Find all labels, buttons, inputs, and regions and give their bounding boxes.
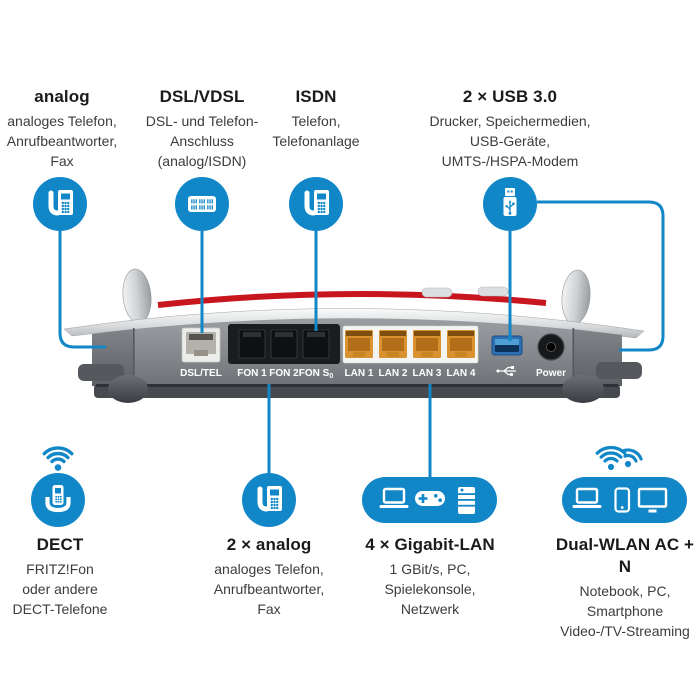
bottom-item-line: analoges Telefon,	[214, 561, 324, 577]
left-seam	[133, 328, 135, 386]
dsl-connector-icon	[175, 177, 229, 231]
lan1-port-label: LAN 1	[345, 368, 374, 379]
top-item-line: Telefonanlage	[272, 133, 360, 149]
top-item-line: Telefon,	[291, 113, 341, 129]
bottom-item-title: DECT	[36, 535, 84, 554]
left-foot-lip	[78, 364, 124, 381]
bottom-item-dual-wlan: Dual-WLAN AC + N Notebook, PC, Smartphon…	[550, 534, 700, 641]
tv-icon	[637, 487, 668, 513]
right-seam	[572, 328, 575, 386]
laptop-icon	[379, 487, 409, 508]
top-item-dsl-vdsl: DSL/VDSL DSL- und Telefon- Anschluss (an…	[138, 86, 266, 171]
gigabit-lan-devices-icon	[362, 477, 497, 523]
top-item-line: (analog/ISDN)	[157, 153, 247, 169]
bottom-item-line: Anrufbeantworter,	[213, 581, 325, 597]
bottom-item-gigabit-lan: 4 × Gigabit-LAN 1 GBit/s, PC, Spielekons…	[360, 534, 500, 619]
right-fin	[561, 269, 591, 325]
laptop-icon	[572, 487, 602, 508]
left-foot	[108, 375, 148, 403]
bottom-item-line: Fax	[257, 601, 281, 617]
bottom-item-line: Video-/TV-Streaming	[560, 623, 690, 639]
bottom-item-line: Notebook, PC,	[579, 583, 671, 599]
bottom-item-line: DECT-Telefone	[12, 601, 108, 617]
left-fin	[122, 268, 152, 324]
red-top-stripe	[157, 291, 547, 308]
lan2-port-label: LAN 2	[379, 368, 408, 379]
router-image: DSL/TEL FON 1 FON 2 FON S0 LAN 1 LAN 2 L…	[63, 268, 645, 403]
top-item-line: Drucker, Speichermedien,	[429, 113, 591, 129]
top-item-title: DSL/VDSL	[159, 87, 245, 106]
top-item-line: UMTS-/HSPA-Modem	[441, 153, 579, 169]
bottom-item-line: 1 GBit/s, PC,	[389, 561, 471, 577]
power-label: Power	[536, 368, 566, 379]
bottom-item-title: 2 × analog	[226, 535, 312, 554]
game-controller-icon	[415, 491, 445, 506]
analog-phone-icon	[33, 177, 87, 231]
lan4-port-label: LAN 4	[447, 368, 476, 379]
smartphone-icon	[614, 487, 631, 513]
bottom-item-line: Spielekonsole,	[384, 581, 476, 597]
top-item-title: 2 × USB 3.0	[462, 87, 558, 106]
lan-ports	[342, 325, 479, 364]
top-item-title: ISDN	[295, 87, 337, 106]
fon1-port-label: FON 1	[237, 368, 267, 379]
dual-wlan-wifi-icon	[595, 445, 643, 471]
bottom-item-line: oder andere	[22, 581, 98, 597]
top-item-line: Anrufbeantworter,	[6, 133, 118, 149]
top-button	[477, 286, 509, 297]
power-jack	[537, 333, 565, 361]
top-item-line: Fax	[50, 153, 74, 169]
analog2-phone-icon	[242, 473, 296, 527]
bottom-item-title: 4 × Gigabit-LAN	[365, 535, 495, 554]
top-item-line: USB-Geräte,	[469, 133, 551, 149]
bottom-item-line: Smartphone	[586, 603, 664, 619]
lan3-port-label: LAN 3	[413, 368, 442, 379]
usb-trident-icon	[495, 366, 516, 377]
fon-ports	[228, 324, 340, 364]
isdn-phone-icon	[289, 177, 343, 231]
top-item-usb: 2 × USB 3.0 Drucker, Speichermedien, USB…	[410, 86, 610, 171]
dsl-tel-port	[181, 327, 221, 363]
top-button	[421, 287, 453, 298]
top-item-isdn: ISDN Telefon, Telefonanlage	[254, 86, 378, 151]
fon2-port-label: FON 2	[269, 368, 299, 379]
top-item-title: analog	[34, 87, 90, 106]
dsl-port-label: DSL/TEL	[180, 368, 222, 379]
right-foot	[562, 375, 604, 403]
bottom-edge	[94, 384, 620, 398]
usb-stick-icon	[483, 177, 537, 231]
usb-port	[491, 335, 523, 356]
bottom-item-line: Netzwerk	[400, 601, 460, 617]
top-item-analog: analog analoges Telefon, Anrufbeantworte…	[0, 86, 124, 171]
fon-s0-port-label: FON S0	[299, 368, 334, 380]
top-item-line: analoges Telefon,	[7, 113, 117, 129]
dual-wlan-devices-icon	[562, 477, 687, 523]
dect-handset-icon	[31, 473, 85, 527]
bottom-edge-line	[96, 384, 618, 387]
bottom-item-title: Dual-WLAN AC + N	[555, 535, 695, 576]
right-foot-lip	[596, 362, 642, 379]
top-item-line: DSL- und Telefon-	[145, 113, 259, 129]
server-icon	[458, 487, 475, 514]
bottom-item-dect: DECT FRITZ!Fon oder andere DECT-Telefone	[0, 534, 120, 619]
top-item-line: Anschluss	[170, 133, 234, 149]
bottom-item-analog2: 2 × analog analoges Telefon, Anrufbeantw…	[207, 534, 331, 619]
dect-wifi-icon	[42, 446, 74, 471]
bottom-item-line: FRITZ!Fon	[26, 561, 94, 577]
